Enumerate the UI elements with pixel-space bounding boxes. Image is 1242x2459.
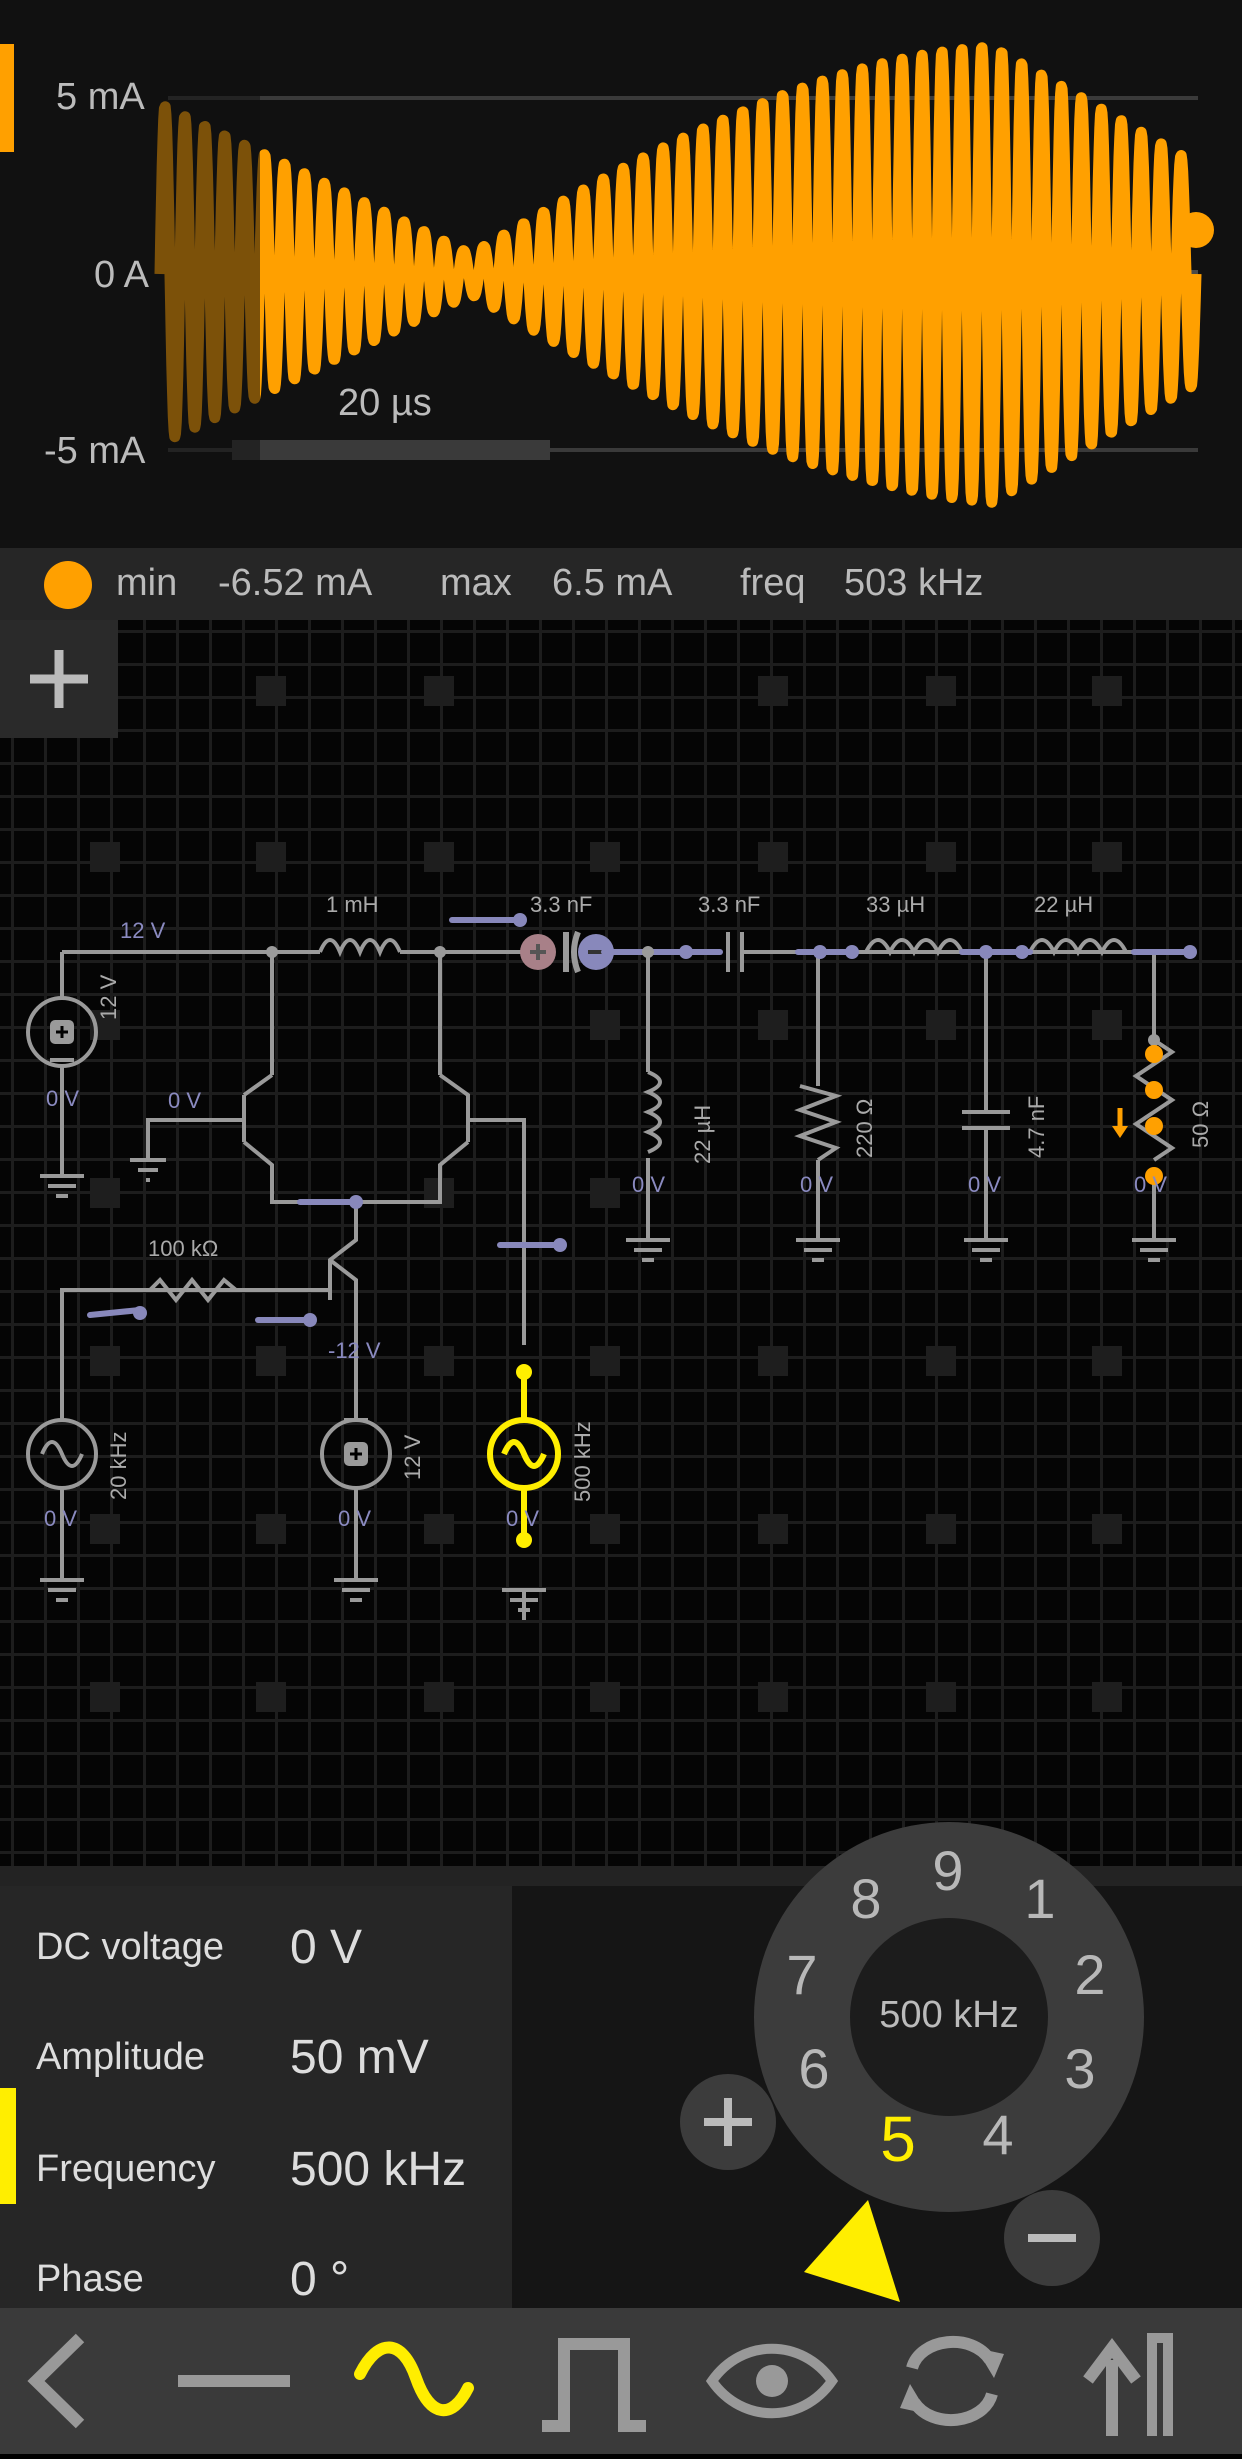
measurement-bar: min -6.52 mA max 6.5 mA freq 503 kHz xyxy=(0,548,1242,620)
label-src12-v: 0 V xyxy=(46,1086,80,1111)
pulse-wave-icon xyxy=(542,2338,646,2432)
y-label-bottom: -5 mA xyxy=(44,430,146,472)
oscilloscope-panel[interactable]: 5 mA 0 A -5 mA 20 µs xyxy=(0,0,1242,548)
waveform-plot xyxy=(150,42,1214,508)
schematic xyxy=(26,676,1197,1712)
label-r50-v: 0 V xyxy=(1134,1172,1168,1197)
label-neg12: -12 V xyxy=(328,1338,381,1363)
add-component-button[interactable] xyxy=(0,620,118,738)
time-scale-label: 20 µs xyxy=(338,382,432,424)
freq-value: 503 kHz xyxy=(844,562,984,604)
label-c1: 3.3 nF xyxy=(530,892,593,917)
y-label-zero: 0 A xyxy=(94,254,149,296)
dial-digit-8[interactable]: 8 xyxy=(850,1867,882,1930)
dial-center-value: 500 kHz xyxy=(879,1994,1019,2036)
trace-cursor xyxy=(1178,212,1214,248)
label-srcm12: 12 V xyxy=(400,1434,425,1480)
label-src20k: 20 kHz xyxy=(106,1431,131,1500)
frequency-label[interactable]: Frequency xyxy=(36,2148,216,2190)
dial-digit-6[interactable]: 6 xyxy=(798,2037,830,2100)
freq-label: freq xyxy=(740,562,806,604)
wire-tool[interactable] xyxy=(154,2308,314,2454)
dial-pointer-icon xyxy=(804,2200,900,2302)
dial-digit-7[interactable]: 7 xyxy=(786,1943,818,2006)
label-c47: 4.7 nF xyxy=(1024,1095,1049,1158)
label-c47-v: 0 V xyxy=(968,1172,1002,1197)
dial-digit-2[interactable]: 2 xyxy=(1074,1943,1106,2006)
dc-voltage-value[interactable]: 0 V xyxy=(290,1921,363,1974)
label-src500k-v: 0 V xyxy=(506,1506,540,1531)
grid-dots xyxy=(90,676,1122,1712)
label-base-v: 0 V xyxy=(168,1088,202,1113)
min-value: -6.52 mA xyxy=(218,562,373,604)
label-l-shunt-v: 0 V xyxy=(632,1172,666,1197)
bottom-toolbar xyxy=(0,2308,1242,2454)
max-label: max xyxy=(440,562,512,604)
sine-source-tool[interactable] xyxy=(334,2308,494,2454)
label-r220-v: 0 V xyxy=(800,1172,834,1197)
dial-plus-button[interactable] xyxy=(680,2074,776,2170)
wire-icon xyxy=(178,2375,290,2387)
circuit-canvas[interactable]: 12 V 1 mH 3.3 nF 3.3 nF 33 µH 22 µH 12 V… xyxy=(0,620,1242,1866)
dial-digit-1[interactable]: 1 xyxy=(1024,1867,1056,1930)
label-src500k: 500 kHz xyxy=(570,1421,595,1502)
plus-icon xyxy=(30,650,88,708)
minus-icon xyxy=(1028,2234,1076,2242)
label-l3: 22 µH xyxy=(1034,892,1094,917)
selected-property-marker xyxy=(0,2088,16,2204)
label-r50: 50 Ω xyxy=(1188,1100,1213,1148)
current-trace xyxy=(154,42,1202,508)
pulse-source-tool[interactable] xyxy=(514,2308,674,2454)
max-value: 6.5 mA xyxy=(552,562,673,604)
channel-dot xyxy=(44,561,92,609)
phase-label[interactable]: Phase xyxy=(36,2258,144,2300)
back-icon xyxy=(27,2333,85,2429)
dial-digit-9[interactable]: 9 xyxy=(932,1839,964,1902)
plus-icon xyxy=(704,2098,752,2146)
dial-minus-button[interactable] xyxy=(1004,2190,1100,2286)
property-list: DC voltage 0 V Amplitude 50 mV Frequency… xyxy=(0,1886,512,2308)
label-l2: 33 µH xyxy=(866,892,926,917)
label-srcm12-v: 0 V xyxy=(338,1506,372,1531)
sine-wave-icon xyxy=(354,2341,474,2417)
label-r100k: 100 kΩ xyxy=(148,1236,219,1261)
inductors xyxy=(318,938,1128,1154)
view-toggle[interactable] xyxy=(692,2308,852,2454)
label-1mh: 1 mH xyxy=(326,892,379,917)
label-r220: 220 Ω xyxy=(852,1098,877,1158)
y-label-top: 5 mA xyxy=(56,76,145,118)
dial-center xyxy=(850,1918,1048,2116)
phase-value[interactable]: 0 ° xyxy=(290,2253,350,2306)
flip-button[interactable] xyxy=(1052,2308,1212,2454)
dial-digit-4[interactable]: 4 xyxy=(982,2103,1014,2166)
rotary-dial[interactable]: 500 kHz 9 1 2 3 4 5 6 7 8 xyxy=(754,1822,1144,2212)
channel-marker xyxy=(0,44,14,152)
amplitude-value[interactable]: 50 mV xyxy=(290,2031,429,2084)
label-c2: 3.3 nF xyxy=(698,892,761,917)
amplitude-label[interactable]: Amplitude xyxy=(36,2036,205,2078)
label-src20k-v: 0 V xyxy=(44,1506,78,1531)
min-label: min xyxy=(116,562,178,604)
dc-voltage-label[interactable]: DC voltage xyxy=(36,1926,224,1968)
dial-digit-3[interactable]: 3 xyxy=(1064,2037,1096,2100)
label-l-shunt: 22 µH xyxy=(690,1104,715,1164)
back-button[interactable] xyxy=(0,2308,152,2454)
rotate-button[interactable] xyxy=(872,2308,1032,2454)
rotate-icon xyxy=(900,2335,1004,2427)
flip-icon xyxy=(1083,2333,1173,2436)
dial-digit-5[interactable]: 5 xyxy=(880,2103,916,2175)
eye-icon xyxy=(705,2343,839,2419)
label-src12: 12 V xyxy=(96,974,121,1020)
frequency-value[interactable]: 500 kHz xyxy=(290,2143,467,2196)
label-12v-rail: 12 V xyxy=(120,918,166,943)
